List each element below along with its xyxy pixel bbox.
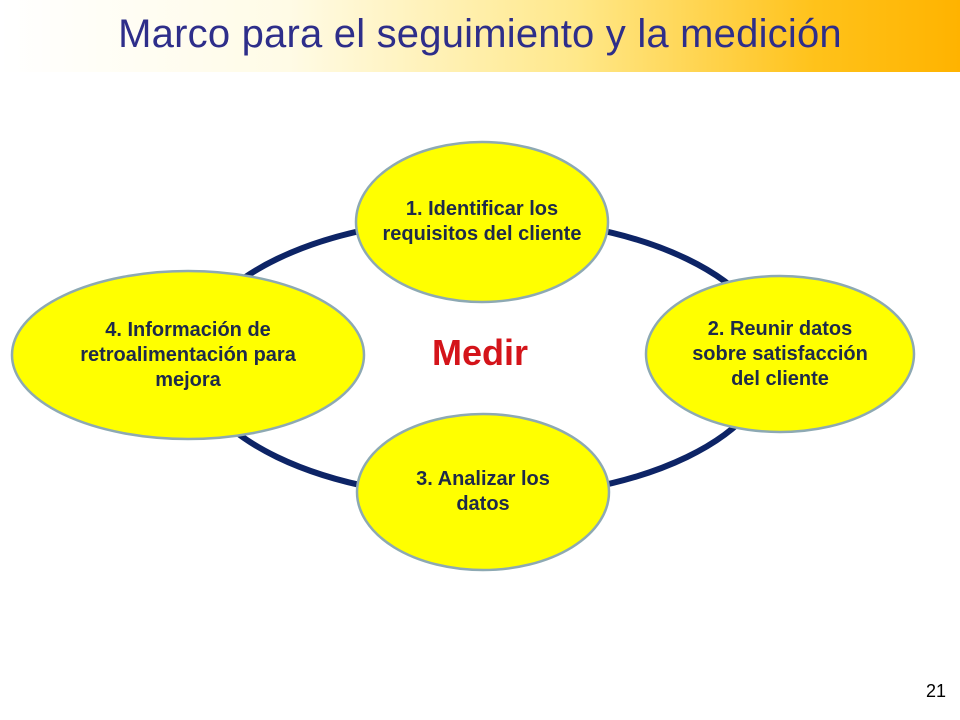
node-3-shape [355,412,611,572]
node-4-label: 4. Información de retroalimentación para… [80,318,296,391]
node-2-shape [644,274,916,434]
node-1-shape [354,140,610,304]
node-4-shape [10,269,366,441]
title-bar [0,0,960,72]
node-2-label: 2. Reunir datos sobre satisfacción del c… [692,317,868,390]
page-number: 21 [925,681,946,701]
node-3-label: 3. Analizar los datos [416,468,550,515]
node-1-label: 1. Identificar los requisitos del client… [382,198,582,245]
center-label: Medir [431,332,528,373]
slide-title: Marco para el seguimiento y la medición [118,12,842,56]
